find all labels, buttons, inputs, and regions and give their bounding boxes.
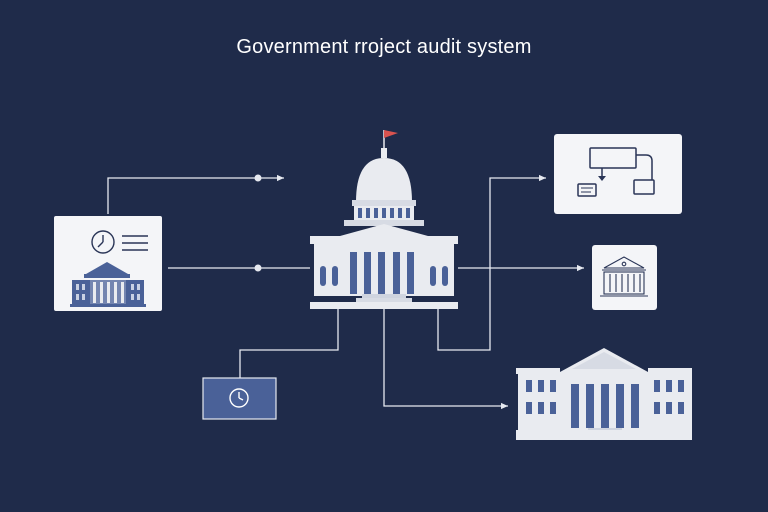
capitol-building-icon xyxy=(310,130,458,309)
connector-to-flowchart xyxy=(437,174,546,351)
bank-building-card xyxy=(592,245,657,310)
flag-icon xyxy=(384,130,398,138)
left-card xyxy=(54,216,162,311)
courthouse-icon xyxy=(70,262,146,307)
connectors xyxy=(107,174,584,410)
connector-to-clock-card xyxy=(239,308,339,378)
flowchart-card xyxy=(554,134,682,214)
columned-building-icon xyxy=(516,348,692,440)
flowchart-icon xyxy=(577,147,655,197)
clock-icon xyxy=(229,388,249,408)
connector-to-bank xyxy=(383,308,508,410)
page-title: Government rroject audit system xyxy=(236,36,532,58)
clock-icon xyxy=(91,230,115,254)
list-icon xyxy=(122,235,148,251)
connector-node xyxy=(254,264,262,272)
connector-node xyxy=(254,174,262,182)
clock-card xyxy=(202,377,277,420)
bank-building-icon xyxy=(600,256,648,297)
connector-left-top xyxy=(107,174,284,214)
